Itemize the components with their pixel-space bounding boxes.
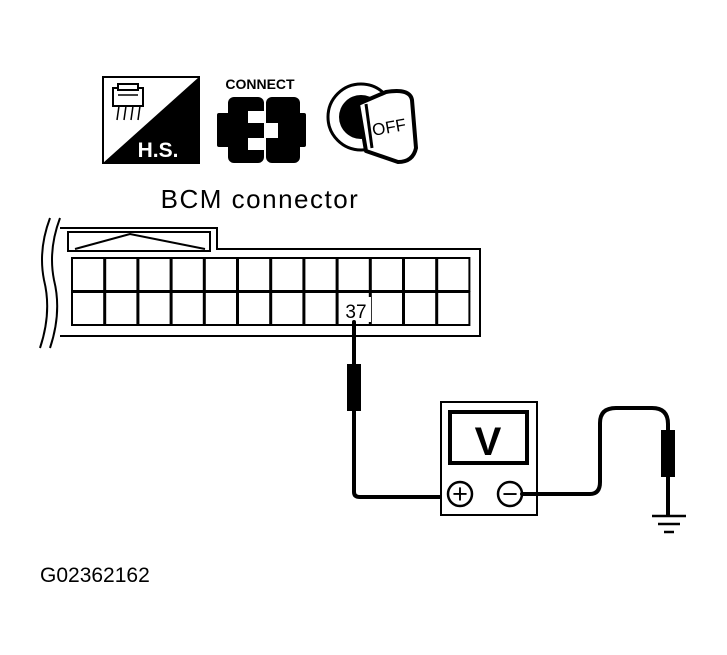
connector-housing	[60, 227, 481, 337]
ground-icon	[652, 514, 686, 534]
terminal-cell	[336, 257, 371, 292]
terminal-cell	[403, 291, 438, 326]
terminal-grid	[71, 257, 471, 326]
terminal-cell	[203, 257, 239, 292]
harness-sign-label: H.S.	[138, 139, 179, 162]
connect-icon: CONNECT	[217, 76, 306, 163]
negative-terminal-symbol: −	[502, 479, 518, 509]
connector-plug-icon	[217, 97, 306, 163]
terminal-cell	[270, 291, 305, 326]
ignition-key-icon	[326, 82, 418, 164]
terminal-cell	[436, 291, 471, 326]
terminal-cell	[71, 291, 106, 326]
terminal-cell	[137, 291, 172, 326]
positive-test-lead	[347, 320, 446, 499]
negative-test-lead	[520, 406, 675, 517]
terminal-cell	[170, 291, 205, 326]
meter-display	[448, 410, 529, 465]
break-line	[39, 217, 51, 349]
terminal-cell	[237, 257, 272, 292]
meter-unit-label: V	[475, 420, 502, 464]
break-line	[49, 217, 61, 349]
connect-label: CONNECT	[225, 76, 295, 92]
probe-handle	[661, 430, 675, 477]
terminal-cell	[303, 257, 338, 292]
figure-code: G02362162	[40, 564, 150, 587]
probe-handle	[347, 364, 361, 411]
positive-terminal: +	[446, 479, 474, 509]
terminal-cell	[369, 291, 404, 326]
harness-sign-icon: H.S.	[102, 76, 200, 164]
bcm-connector: 37	[39, 217, 481, 349]
ignition-off-icon: OFF	[326, 82, 418, 164]
terminal-cell	[170, 257, 205, 292]
positive-terminal-symbol: +	[452, 479, 468, 509]
terminal-cell	[369, 257, 404, 292]
terminal-number: 37	[345, 302, 366, 323]
terminal-cell	[203, 291, 239, 326]
terminal-cell	[237, 291, 272, 326]
voltmeter: V + −	[440, 401, 538, 516]
terminal-cell	[270, 257, 305, 292]
connector-title: BCM connector	[161, 184, 360, 214]
harness-connector-icon	[112, 83, 144, 121]
terminal-cell	[104, 257, 139, 292]
terminal-cell	[104, 291, 139, 326]
connector-lock-tab	[67, 231, 211, 252]
terminal-cell	[137, 257, 172, 292]
terminal-cell	[403, 257, 438, 292]
terminal-cell	[71, 257, 106, 292]
terminal-cell	[303, 291, 338, 326]
terminal-cell	[436, 257, 471, 292]
connector-lock-ramp	[74, 232, 206, 250]
